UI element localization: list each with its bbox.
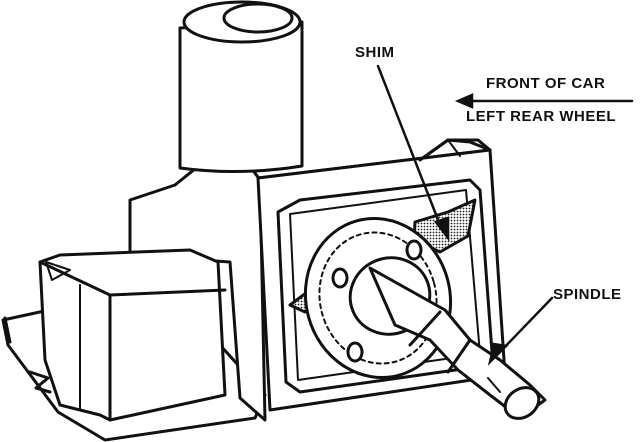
front-of-car-label: FRONT OF CAR: [486, 75, 606, 92]
spindle-leader-arrowhead: [487, 342, 509, 366]
spindle-label: SPINDLE: [553, 286, 622, 303]
channel-bracket: [28, 248, 227, 422]
shim-leader-arrowhead: [433, 216, 450, 242]
shim-label: SHIM: [355, 44, 395, 61]
left-rear-wheel-label: LEFT REAR WHEEL: [466, 108, 616, 125]
spindle-leader: [496, 296, 554, 356]
vertical-tube: [178, 0, 304, 174]
spindle: [348, 256, 547, 420]
shim-leader: [376, 64, 444, 232]
front-arrow-head: [454, 93, 474, 109]
